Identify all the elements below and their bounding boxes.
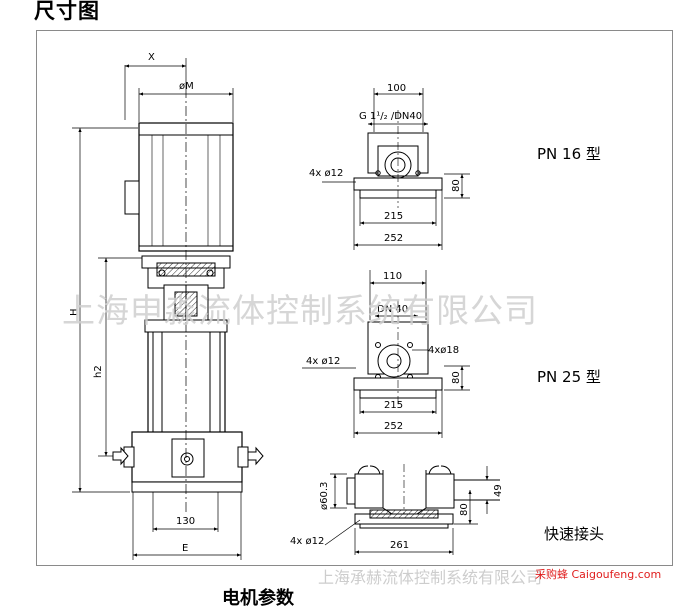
dim-130-label: 130 bbox=[176, 516, 195, 527]
pn16-label: PN 16 型 bbox=[537, 145, 601, 163]
quick-dim-49: 49 bbox=[493, 484, 504, 497]
quick-dim-holes: 4x ø12 bbox=[290, 536, 324, 547]
quick-dim-261: 261 bbox=[390, 540, 409, 551]
page-heading: 尺寸图 bbox=[34, 0, 100, 23]
brand-credit: 采购蜂 Caigoufeng.com bbox=[535, 568, 662, 581]
watermark-bottom: 上海承赫流体控制系统有限公司 bbox=[318, 568, 542, 587]
drawing-frame bbox=[36, 30, 673, 566]
quick-coupling-dimension-labels: ø60.3 49 80 4x ø12 261 bbox=[290, 482, 504, 551]
pn16-dim-100: 100 bbox=[387, 83, 406, 94]
pn25-dim-110: 110 bbox=[383, 271, 402, 282]
pn25-dim-80: 80 bbox=[451, 371, 462, 384]
quick-coupling-dimensions bbox=[324, 466, 489, 555]
watermark-main: 上海申淼流体控制系统有限公司 bbox=[62, 291, 538, 330]
pn25-top-view bbox=[353, 300, 443, 408]
pn25-dimension-labels: 110 DN 40 4x ø12 4xø18 80 215 252 bbox=[306, 271, 462, 432]
pn16-dim-holes: 4x ø12 bbox=[309, 168, 343, 179]
quick-dim-603: ø60.3 bbox=[319, 482, 330, 510]
quick-coupling-view bbox=[346, 464, 500, 529]
quick-dim-80: 80 bbox=[459, 503, 470, 516]
pn16-dimension-labels: 100 G 1¹/₂ /DN40 4x ø12 80 215 252 bbox=[309, 83, 462, 244]
pn16-dim-80: 80 bbox=[451, 179, 462, 192]
pn16-dimensions bbox=[322, 88, 470, 250]
pump-dimensions bbox=[72, 58, 242, 560]
pn25-dimensions bbox=[302, 270, 470, 438]
terminal-box bbox=[124, 180, 140, 215]
pn25-dim-dn40: DN 40 bbox=[377, 304, 408, 315]
dim-e-label: E bbox=[182, 543, 188, 554]
pump-side-view bbox=[112, 88, 264, 512]
pn16-dim-215: 215 bbox=[384, 211, 403, 222]
dim-m-label: øM bbox=[179, 81, 194, 92]
pn25-dim-252: 252 bbox=[384, 421, 403, 432]
pn16-dim-252: 252 bbox=[384, 233, 403, 244]
pn25-label: PN 25 型 bbox=[537, 368, 601, 386]
pn25-dim-215: 215 bbox=[384, 400, 403, 411]
dim-h2-label: h2 bbox=[93, 365, 104, 378]
pump-dimension-labels: X øM H h2 130 E bbox=[69, 52, 195, 554]
pn25-dim-holes: 4x ø12 bbox=[306, 356, 340, 367]
dim-x-label: X bbox=[148, 52, 155, 63]
pn16-dim-thread: G 1¹/₂ /DN40 bbox=[359, 111, 422, 122]
pn16-top-view bbox=[353, 110, 443, 208]
pn25-dim-flange-holes: 4xø18 bbox=[428, 345, 459, 356]
quick-coupling-label: 快速接头 bbox=[544, 525, 604, 543]
dim-h-label: H bbox=[69, 308, 80, 316]
footer-heading: 电机参数 bbox=[222, 588, 294, 609]
